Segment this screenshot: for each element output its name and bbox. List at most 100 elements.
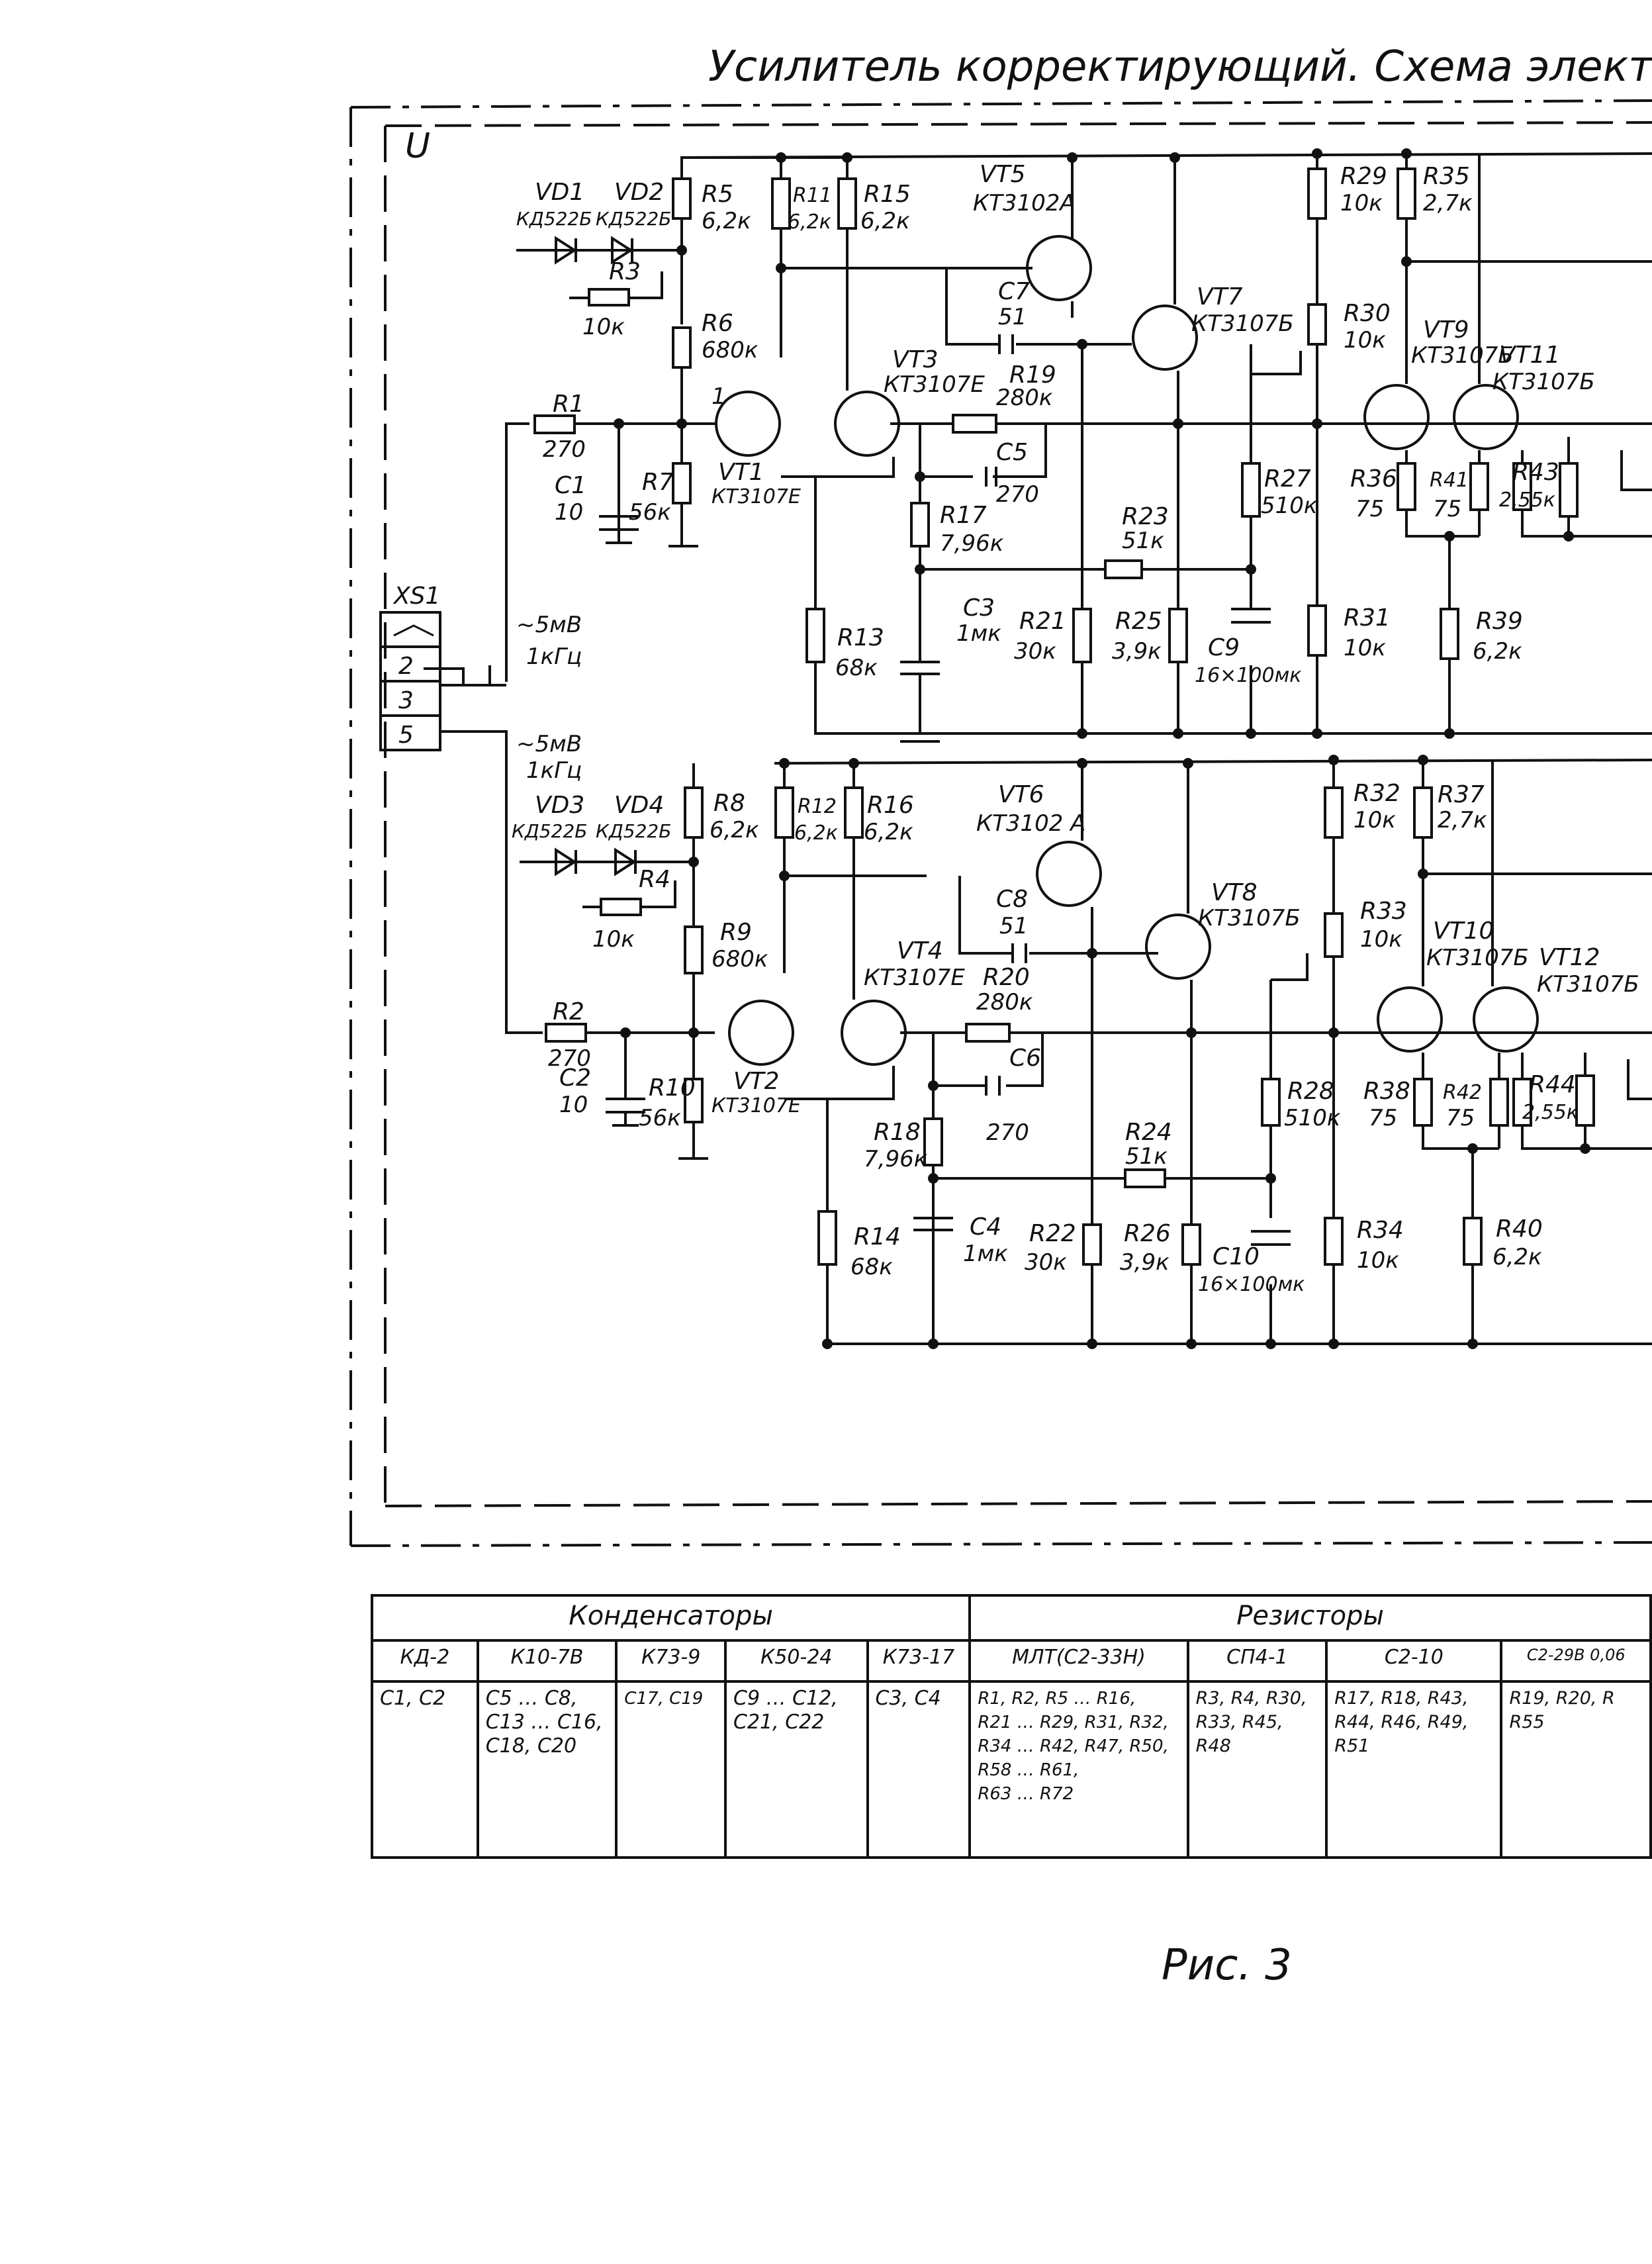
module-frame [349, 99, 1652, 1547]
label-r42: R42 [1443, 1081, 1482, 1104]
label-r1: R1 [553, 391, 584, 418]
label-vt8: VT8 [1211, 879, 1258, 906]
label-r6-value: 680к [702, 337, 758, 363]
label-vd1-type: КД522Б [516, 208, 592, 230]
label-vt2: VT2 [733, 1068, 780, 1095]
label-r2: R2 [553, 998, 584, 1025]
column-header: СП4-1 [1186, 1639, 1328, 1683]
label-r31-value: 10к [1344, 635, 1386, 661]
column-header: С2-10 [1325, 1639, 1503, 1683]
label-c1: C1 [555, 472, 586, 499]
label-r19-value: 280к [996, 385, 1053, 411]
column-header: К10-7В [476, 1639, 618, 1683]
label-vt11-type: КТ3107Б [1492, 369, 1595, 395]
label-r8-value: 6,2к [710, 817, 759, 843]
label-r41: R41 [1430, 469, 1469, 492]
label-r25-value: 3,9к [1112, 638, 1162, 665]
label-r4-value: 10к [592, 926, 635, 953]
label-vd3: VD3 [535, 792, 584, 819]
label-r41-value: 75 [1433, 496, 1461, 522]
label-r36-value: 75 [1355, 496, 1384, 522]
label-r17: R17 [940, 502, 987, 529]
label-vt10: VT10 [1433, 918, 1494, 945]
label-vt7: VT7 [1197, 283, 1243, 310]
table-cell: С17, С19 [615, 1680, 727, 1859]
group-header-capacitors: Конденсаторы [370, 1594, 972, 1642]
signal-level-bottom: ~5мВ [516, 731, 582, 757]
label-r8: R8 [713, 790, 745, 817]
label-r18: R18 [874, 1119, 921, 1146]
label-r20-value: 280к [976, 989, 1033, 1015]
label-c7-value: 51 [998, 304, 1027, 330]
label-r1-value: 270 [543, 436, 586, 463]
label-vd4: VD4 [614, 792, 664, 819]
column-header: К73-9 [615, 1639, 727, 1683]
label-vt3: VT3 [892, 346, 939, 373]
label-r37-value: 2,7к [1438, 807, 1487, 833]
table-cell: С9 … С12, С21, С22 [724, 1680, 869, 1859]
label-c10-value: 16×100мк [1198, 1273, 1305, 1296]
column-header: К73-17 [866, 1639, 972, 1683]
label-vt9: VT9 [1423, 316, 1469, 344]
column-header: МЛТ(С2-33Н) [968, 1639, 1189, 1683]
label-r2-value: 270 [548, 1045, 591, 1072]
labels-channel-2: VD3 КД522Б VD4 КД522Б R4 10к R8 6,2к R9 … [512, 780, 1639, 1296]
label-vd4-type: КД522Б [596, 820, 671, 842]
group-header-resistors: Резисторы [968, 1594, 1652, 1642]
label-r35: R35 [1423, 163, 1470, 190]
label-vt4-type: КТ3107Е [864, 965, 965, 991]
label-r44: R44 [1529, 1071, 1576, 1098]
label-c5: C5 [996, 439, 1028, 466]
label-r7: R7 [642, 469, 674, 496]
label-vt2-type: КТ3107Е [711, 1094, 801, 1117]
label-r29-value: 10к [1340, 190, 1383, 216]
label-r9: R9 [720, 919, 752, 946]
label-r9-value: 680к [711, 946, 768, 972]
signal-freq-top: 1кГц [526, 643, 582, 670]
label-vt1-type: КТ3107Е [711, 485, 801, 508]
table-cell: С1, С2 [371, 1680, 479, 1859]
label-r27-value: 510к [1261, 493, 1318, 519]
label-r27: R27 [1264, 465, 1311, 493]
label-r16: R16 [867, 792, 914, 819]
connector-xs1: XS1 2 3 5 ~5мВ 1кГц ~5мВ 1кГц [379, 583, 582, 784]
label-r6: R6 [702, 310, 733, 337]
label-vd3-type: КД522Б [512, 820, 587, 842]
label-r30: R30 [1344, 300, 1391, 327]
label-r11: R11 [793, 184, 832, 207]
label-vt12: VT12 [1539, 944, 1600, 971]
label-r34-value: 10к [1357, 1247, 1399, 1274]
ground-symbols [424, 545, 940, 1160]
transistor-symbols [715, 235, 1539, 1066]
label-vt8-type: КТ3107Б [1198, 905, 1301, 931]
label-r23: R23 [1122, 503, 1169, 530]
label-r24: R24 [1125, 1119, 1172, 1146]
label-r23-value: 51к [1122, 528, 1164, 554]
label-r11-value: 6,2к [788, 211, 831, 234]
label-vt3-type: КТ3107Е [884, 371, 985, 398]
label-r26: R26 [1124, 1220, 1171, 1247]
table-cell: С3, С4 [866, 1680, 972, 1859]
connector-pin-2: 2 [398, 653, 414, 680]
connector-pin-5: 5 [398, 722, 414, 749]
capacitor-symbols [599, 334, 1291, 1246]
label-r7-value: 56к [629, 499, 671, 526]
label-r13: R13 [837, 624, 884, 651]
label-r43-value: 2,55к [1499, 489, 1555, 512]
component-list-table: Конденсаторы Резисторы КД-2 К10-7В К73-9… [370, 1594, 1652, 1859]
label-r25: R25 [1115, 608, 1162, 635]
label-r13-value: 68к [835, 655, 878, 681]
label-c7: C7 [998, 278, 1030, 305]
label-r3-value: 10к [582, 314, 625, 340]
table-cell: R19, R20, R R55 [1500, 1680, 1652, 1859]
label-r5: R5 [702, 181, 733, 208]
connector-pin-3: 3 [398, 687, 414, 714]
table-cell: R1, R2, R5 … R16, R21 … R29, R31, R32, R… [968, 1680, 1189, 1859]
column-header: КД-2 [371, 1639, 479, 1683]
label-vt5-type: КТ3102А [973, 190, 1076, 216]
label-r34: R34 [1357, 1217, 1404, 1244]
label-r31: R31 [1344, 604, 1391, 632]
junction-dots [614, 148, 1590, 1349]
